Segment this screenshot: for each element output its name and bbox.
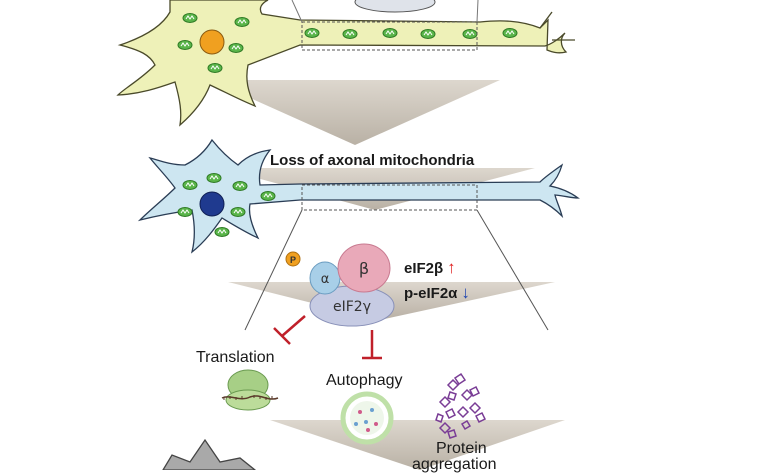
p-eif2a-text: p-eIF2α: [404, 285, 458, 302]
funnel-top: [210, 80, 500, 145]
diagram-title: Loss of axonal mitochondria: [270, 152, 475, 169]
eif2-complex: eIF2γ α β P: [285, 243, 395, 327]
p-eif2a-label: p-eIF2α↓: [404, 283, 470, 303]
protein-aggregate-icon: [435, 372, 487, 439]
eif2b-text: eIF2β: [404, 260, 444, 277]
funnel-bottom: [270, 420, 565, 470]
aggregation-label: aggregation: [412, 456, 497, 473]
translation-label: Translation: [196, 349, 275, 366]
autophagosome-icon: [340, 391, 394, 445]
autophagy-label: Autophagy: [326, 372, 403, 389]
ribosome-icon: [221, 369, 279, 411]
neuron-healthy-icon: [116, 0, 575, 127]
inhibition-icon: [273, 315, 382, 360]
eif2-beta-label: β: [359, 259, 369, 278]
eif2-gamma-label: eIF2γ: [333, 299, 371, 315]
protein-label: Protein: [436, 440, 487, 457]
eif2b-label: eIF2β↑: [404, 258, 456, 278]
decrease-arrow-icon: ↓: [461, 283, 470, 302]
neuron-affected-icon: [137, 138, 580, 331]
neuron-degenerated-icon: [162, 438, 257, 470]
phospho-label: P: [290, 255, 296, 265]
increase-arrow-icon: ↑: [447, 258, 456, 277]
eif2-alpha-label: α: [321, 272, 330, 287]
